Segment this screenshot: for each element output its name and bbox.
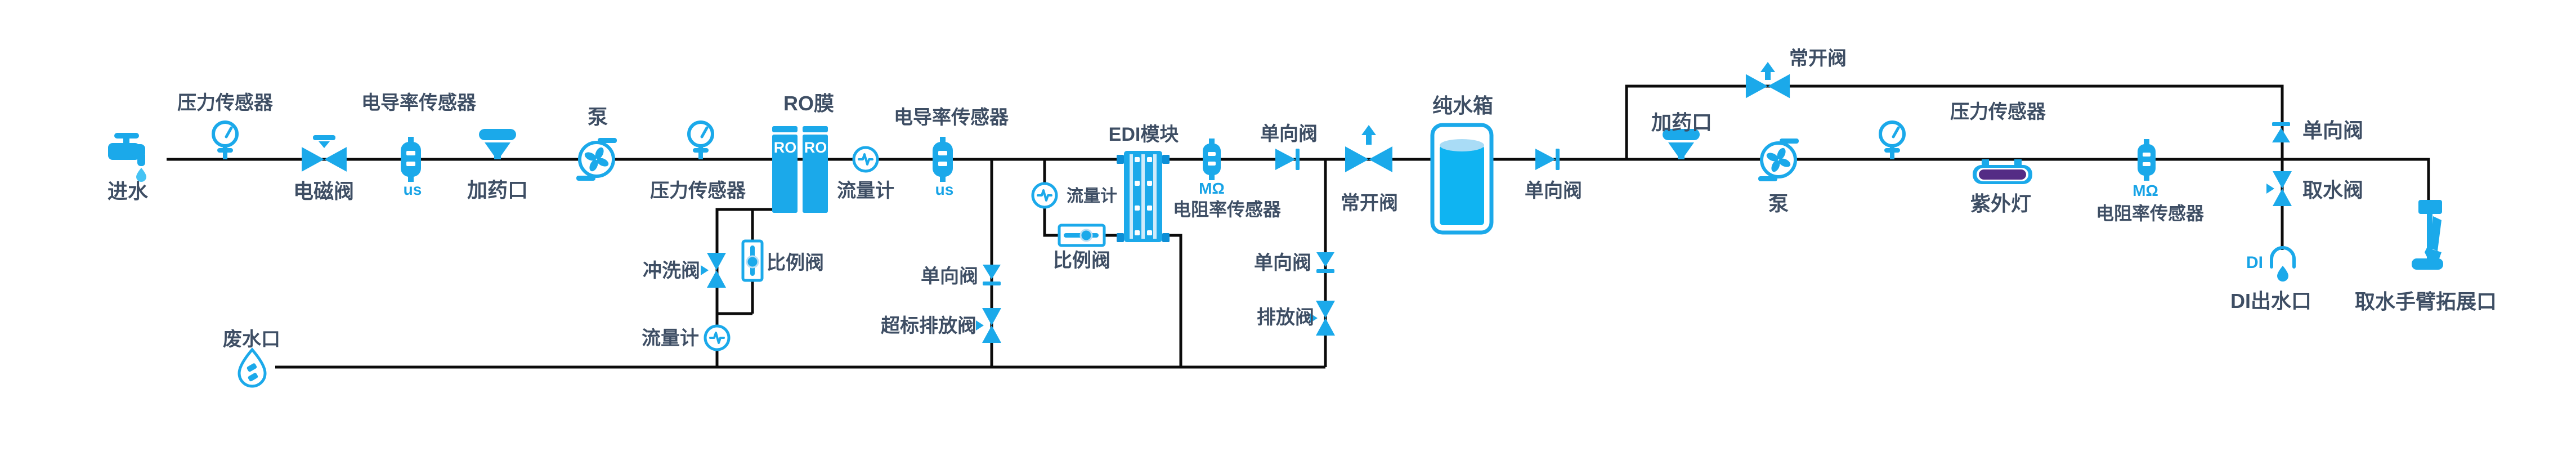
label-waste-port: 废水口 xyxy=(223,329,280,350)
check-valve-icon-tank-out xyxy=(1535,149,1560,170)
di-outlet-icon xyxy=(2270,246,2296,282)
label-mohm-1: MΩ xyxy=(1199,180,1225,197)
pipe-main-line xyxy=(167,158,2430,201)
check-valve-icon-ro-drain xyxy=(983,265,1001,285)
flow-meter-icon-1 xyxy=(854,148,877,171)
label-excess-discharge-valve: 超标排放阀 xyxy=(881,315,976,337)
label-conductivity-sensor-2: 电导率传感器 xyxy=(894,107,1009,128)
label-solenoid-valve: 电磁阀 xyxy=(293,180,354,203)
resistivity-sensor-icon-2 xyxy=(2138,139,2156,181)
label-di-outlet: DI出水口 xyxy=(2230,289,2311,312)
label-check-valve-return: 单向阀 xyxy=(2302,119,2363,142)
solenoid-valve-icon xyxy=(302,135,347,172)
labels: 进水 压力传感器 电磁阀 电导率传感器 us 加药口 泵 压力传感器 RO膜 流… xyxy=(107,48,2497,350)
label-us-2: us xyxy=(935,181,954,198)
waste-port-icon xyxy=(238,347,267,388)
label-check-valve-main: 单向阀 xyxy=(1260,123,1318,145)
dosing-port-icon-1 xyxy=(479,129,516,159)
label-pressure-sensor-1: 压力传感器 xyxy=(177,92,274,114)
normally-open-valve-icon-main xyxy=(1345,125,1392,172)
pipe-top-bypass xyxy=(1625,84,2284,159)
label-ro-membrane: RO膜 xyxy=(783,92,834,115)
pressure-gauge-icon-1 xyxy=(213,122,237,159)
label-proportional-valve-2: 比例阀 xyxy=(1053,250,1110,271)
label-conductivity-sensor-1: 电导率传感器 xyxy=(361,92,477,114)
label-us-1: us xyxy=(404,181,422,198)
label-mohm-2: MΩ xyxy=(2133,182,2158,199)
label-normally-open-valve-main: 常开阀 xyxy=(1341,193,1398,214)
ro-membrane-icon: RO RO xyxy=(772,126,828,213)
flow-meter-icon-3 xyxy=(1033,184,1056,207)
label-flow-meter-3: 流量计 xyxy=(1067,187,1117,206)
pure-water-tank-icon xyxy=(1430,123,1494,235)
label-discharge-valve: 排放阀 xyxy=(1257,307,1314,328)
label-flow-meter-1: 流量计 xyxy=(837,180,894,202)
label-inlet: 进水 xyxy=(107,180,149,203)
label-dosing-port-1: 加药口 xyxy=(467,178,528,202)
label-pump-1: 泵 xyxy=(588,105,608,128)
label-di: DI xyxy=(2246,253,2263,272)
pipe-edi-drain xyxy=(1165,234,1182,367)
label-uv-lamp: 紫外灯 xyxy=(1970,192,2031,215)
flow-meter-icon-2 xyxy=(705,326,729,350)
label-proportional-valve-1: 比例阀 xyxy=(767,252,824,274)
ro-column-label-2: RO xyxy=(804,139,827,156)
label-check-valve-ro-drain: 单向阀 xyxy=(921,266,978,287)
edi-module-icon xyxy=(1117,151,1170,242)
label-water-arm-port: 取水手臂拓展口 xyxy=(2355,290,2497,313)
proportional-valve-icon-1 xyxy=(741,239,764,282)
pump-icon-2 xyxy=(1758,139,1799,181)
label-check-valve-tank-out: 单向阀 xyxy=(1525,180,1582,202)
uv-lamp-icon xyxy=(1973,159,2032,184)
label-pressure-sensor-2: 压力传感器 xyxy=(650,180,746,202)
label-edi-module: EDI模块 xyxy=(1109,124,1179,145)
proportional-valve-icon-2 xyxy=(1058,224,1106,247)
flush-valve-icon xyxy=(701,253,726,288)
check-valve-icon-return xyxy=(2272,122,2290,142)
label-pressure-sensor-3: 压力传感器 xyxy=(1950,101,2046,123)
normally-open-valve-icon-top xyxy=(1745,62,1790,99)
pressure-gauge-icon-3 xyxy=(1880,122,1904,159)
check-valve-icon-drain xyxy=(1316,252,1334,273)
label-dosing-port-2: 加药口 xyxy=(1651,111,1712,134)
faucet-icon xyxy=(108,133,146,182)
pump-icon-1 xyxy=(576,138,617,181)
label-flush-valve: 冲洗阀 xyxy=(643,260,700,282)
label-pump-2: 泵 xyxy=(1768,192,1789,215)
label-resistivity-sensor-1: 电阻率传感器 xyxy=(1173,199,1282,220)
conductivity-sensor-icon-2 xyxy=(933,137,953,182)
water-arm-icon xyxy=(2412,200,2443,270)
label-normally-open-valve-top: 常开阀 xyxy=(1789,48,1847,69)
water-drop-icon xyxy=(136,168,146,182)
pressure-gauge-icon-2 xyxy=(689,122,713,159)
check-valve-icon-main xyxy=(1275,149,1300,170)
label-resistivity-sensor-2: 电阻率传感器 xyxy=(2096,203,2205,224)
label-check-valve-drain: 单向阀 xyxy=(1254,252,1311,274)
tap-valve-icon xyxy=(2266,171,2292,206)
excess-discharge-valve-icon xyxy=(976,308,1001,343)
label-flow-meter-2: 流量计 xyxy=(642,328,699,349)
label-pure-water-tank: 纯水箱 xyxy=(1432,94,1493,117)
conductivity-sensor-icon-1 xyxy=(401,137,421,182)
label-tap-valve: 取水阀 xyxy=(2302,178,2363,202)
resistivity-sensor-icon-1 xyxy=(1203,139,1221,180)
ro-column-label-1: RO xyxy=(774,139,797,156)
